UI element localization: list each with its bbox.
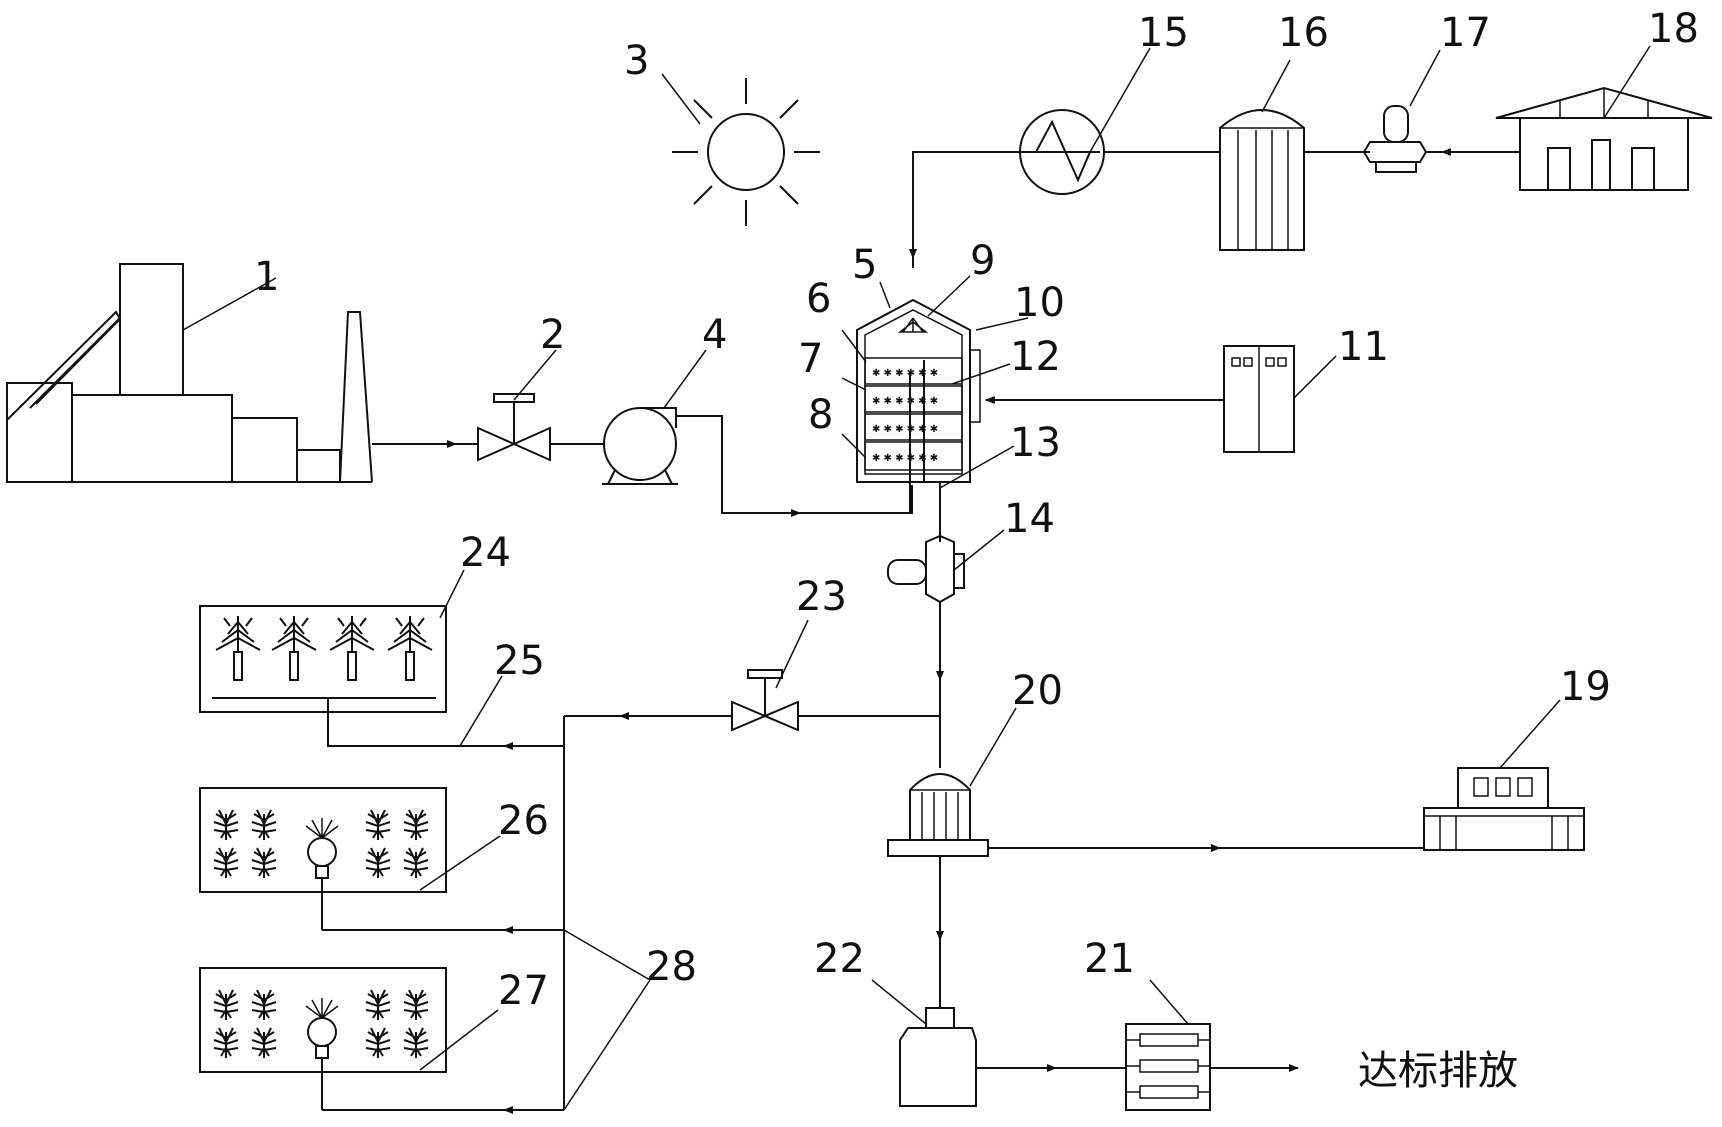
sun-icon xyxy=(672,78,820,226)
label-17: 17 xyxy=(1440,10,1491,56)
number-labels: 1 2 3 4 5 6 7 8 9 10 11 12 13 14 15 16 1… xyxy=(254,6,1699,1014)
svg-text:✱ ✱ ✱ ✱ ✱ ✱: ✱ ✱ ✱ ✱ ✱ ✱ xyxy=(872,396,938,407)
tree-garden-icon xyxy=(199,605,460,747)
valve-icon xyxy=(477,393,551,462)
tank-icon xyxy=(1219,109,1305,251)
fan-icon xyxy=(1362,105,1428,173)
svg-text:✱ ✱ ✱ ✱ ✱ ✱: ✱ ✱ ✱ ✱ ✱ ✱ xyxy=(872,424,938,435)
label-1: 1 xyxy=(254,254,279,300)
label-15: 15 xyxy=(1138,10,1189,56)
label-26: 26 xyxy=(498,798,549,844)
garden-icon xyxy=(199,787,447,930)
leader-lines xyxy=(182,45,1651,1111)
pump-icon xyxy=(602,407,678,485)
container-icon xyxy=(899,1007,977,1107)
fan-icon xyxy=(887,534,965,604)
svg-text:✱ ✱ ✱ ✱ ✱ ✱: ✱ ✱ ✱ ✱ ✱ ✱ xyxy=(872,368,938,379)
label-28: 28 xyxy=(646,944,697,990)
label-5: 5 xyxy=(852,242,877,288)
label-16: 16 xyxy=(1278,10,1329,56)
label-8: 8 xyxy=(808,392,833,438)
label-14: 14 xyxy=(1004,496,1055,542)
label-10: 10 xyxy=(1014,280,1065,326)
label-6: 6 xyxy=(806,276,831,322)
label-18: 18 xyxy=(1648,6,1699,52)
discharge-label: 达标排放 xyxy=(1358,1048,1518,1094)
label-11: 11 xyxy=(1338,324,1389,370)
label-19: 19 xyxy=(1560,664,1611,710)
control-cabinet-icon xyxy=(1223,345,1295,453)
label-20: 20 xyxy=(1012,668,1063,714)
label-7: 7 xyxy=(798,336,823,382)
label-23: 23 xyxy=(796,574,847,620)
reactor-icon: ✱ ✱ ✱ ✱ ✱ ✱ ✱ ✱ ✱ ✱ ✱ ✱ ✱ ✱ ✱ ✱ ✱ ✱ ✱ ✱ … xyxy=(856,298,981,512)
label-21: 21 xyxy=(1084,936,1135,982)
label-22: 22 xyxy=(814,936,865,982)
valve-icon xyxy=(731,669,799,732)
label-27: 27 xyxy=(498,968,549,1014)
label-13: 13 xyxy=(1010,420,1061,466)
svg-text:✱ ✱ ✱ ✱ ✱ ✱: ✱ ✱ ✱ ✱ ✱ ✱ xyxy=(872,453,938,464)
power-plant-icon xyxy=(6,263,373,483)
filter-icon xyxy=(1125,1023,1211,1111)
separator-tank-icon xyxy=(887,773,989,857)
label-25: 25 xyxy=(494,638,545,684)
label-12: 12 xyxy=(1010,334,1061,380)
label-3: 3 xyxy=(624,38,649,84)
label-2: 2 xyxy=(540,312,565,358)
garden-icon xyxy=(199,967,447,1110)
building-icon xyxy=(1423,767,1585,851)
building-icon xyxy=(1495,86,1713,191)
label-9: 9 xyxy=(970,238,995,284)
label-24: 24 xyxy=(460,530,511,576)
label-4: 4 xyxy=(702,312,727,358)
